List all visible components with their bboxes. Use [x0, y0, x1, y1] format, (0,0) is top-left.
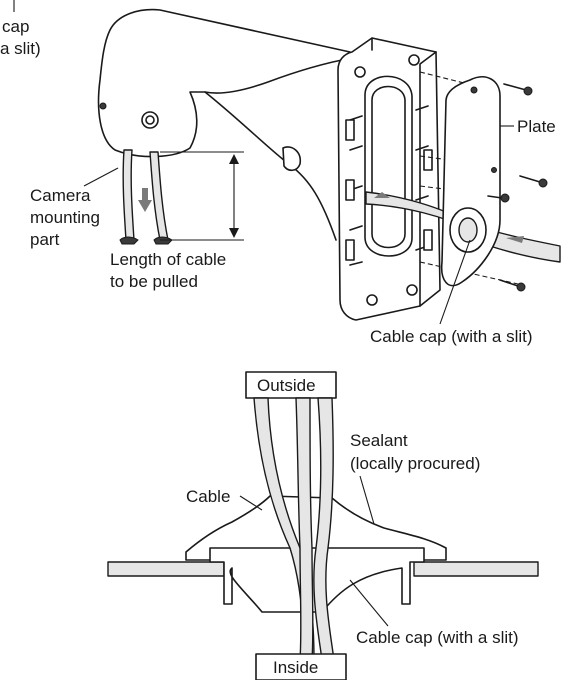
sealant-leader [359, 475, 375, 525]
dimension-arrow-down [229, 228, 239, 238]
outside-box [245, 371, 337, 399]
label-outside: Outside [257, 376, 316, 395]
rib-slot-3 [345, 239, 355, 261]
wall-panel-left [107, 561, 225, 577]
cable-end-left [119, 236, 139, 245]
label-top-left-cap: cap [2, 17, 29, 36]
label-length-2: to be pulled [110, 272, 198, 291]
label-cable-cap-bottom: Cable cap (with a slit) [356, 628, 519, 647]
arm-side-screw [99, 102, 107, 110]
cable-cap-bottom-leader [349, 579, 389, 627]
plate-screw-hole-top [470, 86, 478, 94]
cable-cap-top-leader [439, 239, 471, 325]
base-plate-opening [364, 75, 413, 257]
inside-box [255, 653, 347, 680]
base-plate-ribs [349, 105, 429, 266]
rib-slot-5 [423, 229, 433, 251]
label-inside: Inside [273, 658, 318, 677]
plate-screw-hole-mid [491, 167, 497, 173]
label-cable-cap-top: Cable cap (with a slit) [370, 327, 533, 346]
sealant-cross-section-figure [107, 371, 539, 680]
cover-plate [440, 76, 501, 287]
rib-slot-2 [345, 179, 355, 201]
cable-pull-arrow-left [374, 192, 390, 198]
dimension-arrow-up [229, 154, 239, 164]
arm-screw-hole-inner [145, 115, 155, 125]
rib-slot-4 [423, 149, 433, 171]
base-hole-bl [366, 294, 378, 306]
hanging-cable-right [149, 151, 169, 241]
wall-panel-right [413, 561, 539, 577]
label-sealant-1: Sealant [350, 431, 408, 450]
rib-slot-1 [345, 119, 355, 141]
label-camera-2: mounting [30, 208, 100, 227]
camera-mount-figure [13, 0, 561, 325]
camera-leader [83, 167, 119, 187]
label-camera-1: Camera [30, 186, 91, 205]
sealant [185, 495, 447, 561]
label-length-1: Length of cable [110, 250, 226, 269]
cable-pull-arrow-right [506, 236, 524, 243]
hanging-cable-left [122, 149, 135, 241]
mount-arm-underside [204, 91, 337, 241]
base-hole-tl [354, 66, 366, 78]
label-camera-3: part [30, 230, 60, 249]
assembly-guide-lines [419, 71, 519, 285]
pull-down-arrow-shaft [142, 188, 148, 202]
mount-arm [97, 8, 353, 158]
base-hole-tr [408, 54, 420, 66]
base-plate-edge [371, 37, 437, 307]
cable-cap-grommet-center [458, 217, 478, 243]
screws [487, 83, 548, 292]
cable-leader [239, 495, 263, 511]
opening-inner-rim [371, 85, 406, 249]
pull-down-arrow-head [138, 200, 152, 212]
label-plate: Plate [517, 117, 556, 136]
label-sealant-2: (locally procured) [350, 454, 480, 473]
base-hole-br [406, 284, 418, 296]
label-cable: Cable [186, 487, 230, 506]
arm-lug [282, 146, 302, 172]
label-top-left-slit: a slit) [0, 39, 41, 58]
